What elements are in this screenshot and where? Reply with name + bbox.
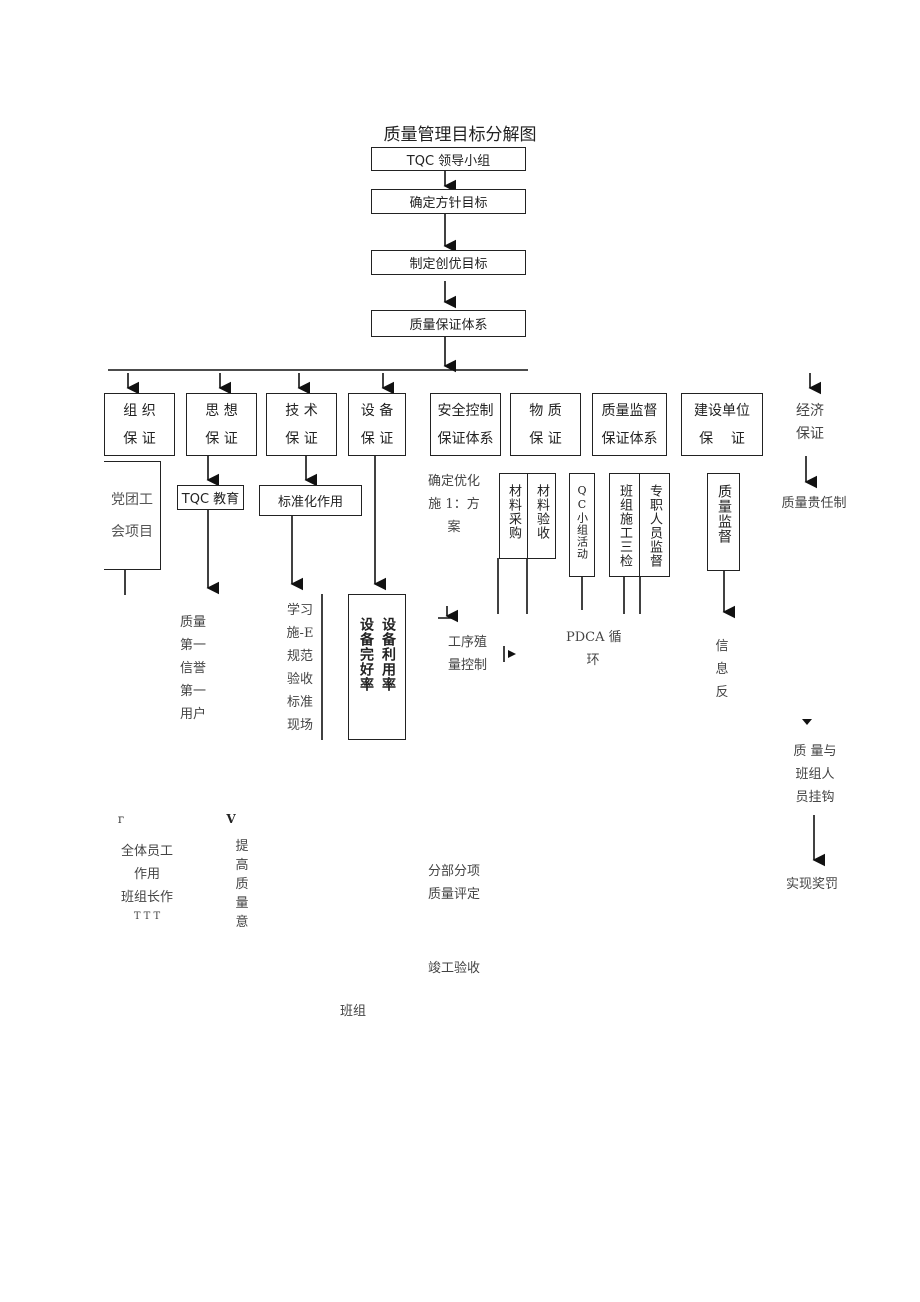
quality-link-text: 质 量与 班组人 员挂钩: [793, 744, 837, 805]
responsibility-text: 质量贵任制: [781, 496, 847, 511]
study-standards-text: 学习 施-E 规范 验收 标准 现场: [286, 603, 314, 733]
equipment-rate-box: 设备完好率 设备利用率: [348, 594, 406, 740]
pdca-text: PDCA 循 环: [566, 630, 622, 668]
standardization-box: 标准化作用: [259, 485, 362, 516]
owner-guarantee-box: 建设单位 保 证: [681, 393, 763, 456]
quality-supervise-box: 质量监督: [707, 473, 740, 571]
staff-mark: ᴦ: [117, 812, 125, 826]
team-text: 班组: [339, 1004, 366, 1019]
completion-acceptance-text: 竣工验收: [427, 961, 480, 976]
material-guarantee-box: 物 质 保 证: [510, 393, 581, 456]
link-arrowhead: [802, 719, 812, 725]
all-staff-text: 全体员工 作用 班组长作: [120, 844, 173, 905]
reward-text: 实现奖罚: [785, 877, 838, 892]
supervision-system-box: 质量监督 保证体系: [592, 393, 667, 456]
excellence-goal-box: 制定创优目标: [371, 250, 526, 275]
staff-cut-text: T T T: [133, 911, 161, 922]
material-purchase-box: 材料采购: [499, 473, 528, 559]
tech-guarantee-box: 技 术 保 证: [266, 393, 337, 456]
v-mark: V: [226, 812, 236, 826]
equipment-guarantee-box: 设 备 保 证: [348, 393, 406, 456]
policy-goal-box: 确定方针目标: [371, 189, 526, 214]
org-guarantee-box: 组 织 保 证: [104, 393, 175, 456]
ideology-guarantee-box: 思 想 保 证: [186, 393, 257, 456]
optimize-plan-text: 确定优化 施 1：方 案: [427, 474, 480, 535]
improve-quality-text: 提高质量意: [235, 839, 249, 930]
safety-system-box: 安全控制 保证体系: [430, 393, 501, 456]
full-time-inspector-box: 专职人员监督: [639, 473, 670, 577]
team-three-checks-box: 班组施工三检: [609, 473, 640, 577]
material-acceptance-box: 材料验收: [527, 473, 556, 559]
party-union-box: 党团工 会项目: [104, 461, 161, 570]
economy-guarantee-text: 经济 保证: [796, 403, 824, 442]
info-feedback-text: 信息反馈: [715, 639, 729, 697]
pdca-arrowhead: [508, 650, 516, 658]
quality-assurance-box: 质量保证体系: [371, 310, 526, 337]
page-title: 质量管理目标分解图: [383, 125, 537, 145]
qc-group-box: QC小组活动: [569, 473, 595, 577]
sub-evaluation-text: 分部分项 质量评定: [427, 864, 480, 902]
tqc-leadership-box: TQC 领导小组: [371, 147, 526, 171]
tqc-education-box: TQC 教育: [177, 485, 244, 510]
quality-first-text: 质量 第一 信誉 第一 用户: [179, 615, 206, 722]
process-quality-control-text: 工序殖 量控制: [447, 635, 487, 673]
